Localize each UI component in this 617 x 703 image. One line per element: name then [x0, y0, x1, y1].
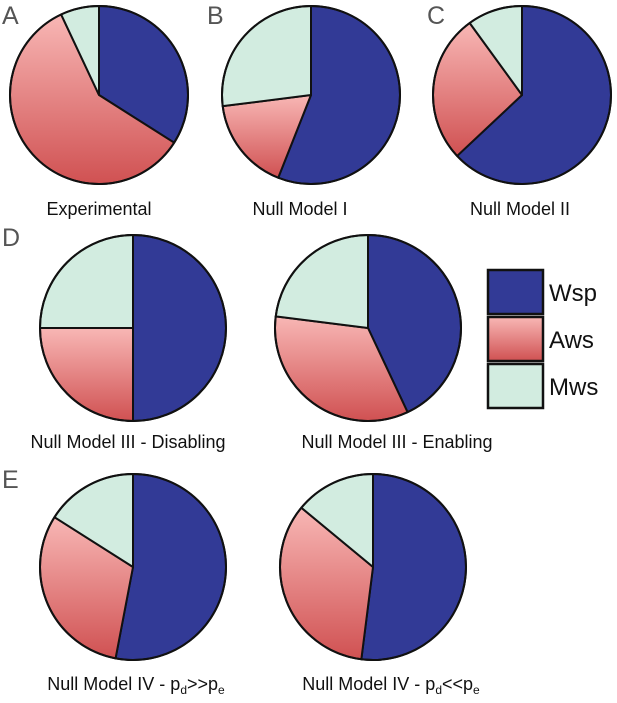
pie-null-model-1	[221, 5, 401, 185]
pie-slice-mws	[39, 234, 134, 329]
pie-outline	[279, 473, 467, 661]
caption-null-model-1: Null Model I	[252, 199, 347, 219]
caption-4a-sub-e: e	[218, 683, 225, 697]
legend-swatch-mws	[486, 362, 545, 410]
pie-experimental	[9, 5, 189, 185]
pie-slice-aws	[39, 327, 134, 422]
legend: Wsp Aws Mws	[486, 268, 598, 410]
pie-outline	[274, 234, 462, 422]
pie-null-model-2	[432, 5, 612, 185]
pie-slice-wsp	[132, 234, 227, 422]
pie-null-model-3-disabling	[39, 234, 227, 422]
panel-letter-a: A	[2, 2, 19, 30]
pie-slice-mws	[221, 5, 312, 108]
pie-null-model-4-pd-ll-pe	[278, 473, 467, 661]
caption-null-model-4-pd-gg-pe: Null Model IV - pd>>pe	[47, 674, 225, 697]
caption-4b-operator: <<p	[442, 674, 473, 694]
pie-outline	[39, 234, 227, 422]
caption-4a-sub-d: d	[180, 683, 187, 697]
caption-null-model-4-pd-ll-pe: Null Model IV - pd<<pe	[302, 674, 480, 697]
caption-null-model-3-disabling: Null Model III - Disabling	[30, 432, 225, 452]
caption-4b-sub-e: e	[473, 683, 480, 697]
pie-null-model-4-pd-gg-pe	[39, 473, 227, 661]
legend-swatch-wsp	[486, 268, 545, 316]
caption-null-model-2: Null Model II	[470, 199, 570, 219]
caption-4a-operator: >>p	[187, 674, 218, 694]
pie-outline	[9, 5, 189, 185]
panel-letter-c: C	[427, 2, 445, 30]
panel-letter-b: B	[207, 2, 224, 30]
pie-slice-mws	[274, 234, 369, 329]
pie-outline	[39, 473, 227, 661]
panel-letter-d: D	[2, 224, 20, 252]
pie-slice-wsp	[360, 473, 467, 661]
legend-swatch-aws	[486, 315, 545, 363]
panel-letter-e: E	[2, 466, 19, 494]
caption-4b-prefix: Null Model IV - p	[302, 674, 435, 694]
caption-4b-sub-d: d	[435, 683, 442, 697]
caption-4a-prefix: Null Model IV - p	[47, 674, 180, 694]
legend-label-wsp: Wsp	[549, 280, 597, 307]
caption-experimental: Experimental	[46, 199, 151, 219]
legend-label-mws: Mws	[549, 374, 598, 401]
caption-null-model-3-enabling: Null Model III - Enabling	[301, 432, 492, 452]
pie-outline	[221, 5, 401, 185]
pie-null-model-3-enabling	[274, 234, 462, 422]
pie-outline	[432, 5, 612, 185]
legend-label-aws: Aws	[549, 327, 594, 354]
